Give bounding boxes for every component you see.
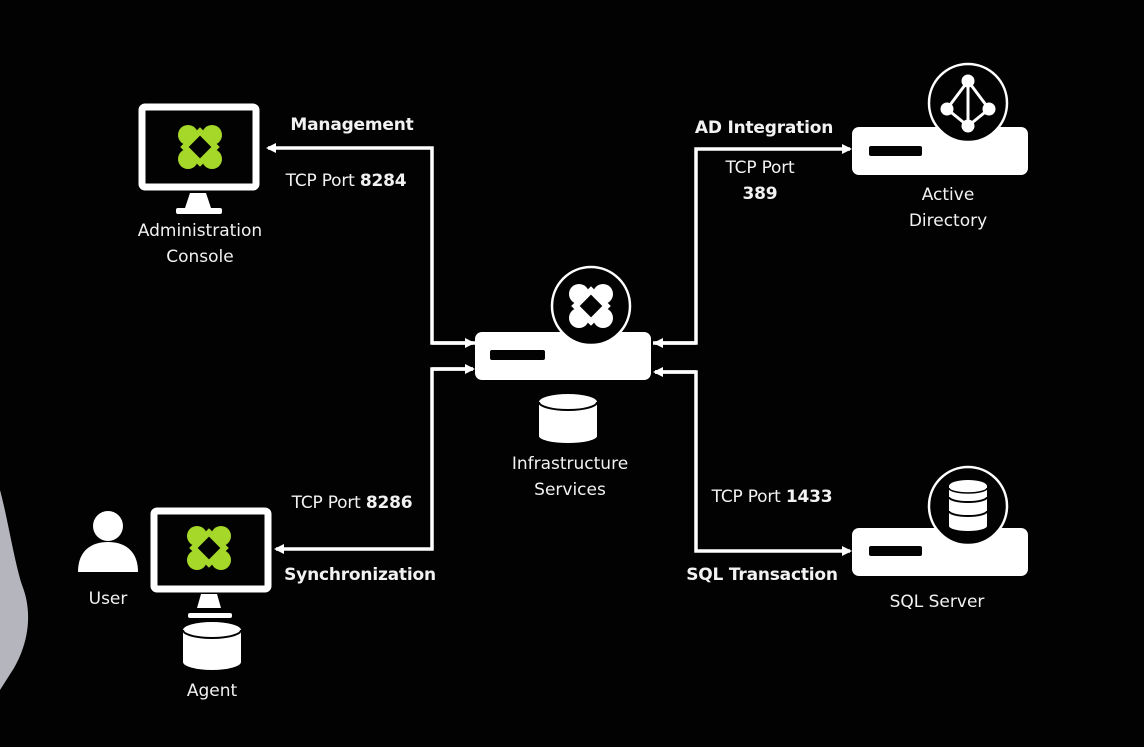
infrastructure-server-icon bbox=[475, 265, 651, 380]
admin-console-caption: Administration Console bbox=[120, 218, 280, 270]
sql-server-caption: SQL Server bbox=[889, 592, 985, 612]
infrastructure-caption-line2: Services bbox=[534, 480, 606, 500]
port-number: 8286 bbox=[365, 493, 413, 513]
sql-transaction-port: TCP Port 1433 bbox=[702, 484, 842, 510]
sql-server-icon bbox=[852, 465, 1028, 576]
management-label: Management bbox=[290, 115, 414, 135]
synchronization-port: TCP Port 8286 bbox=[282, 490, 422, 516]
active-directory-server-icon bbox=[852, 62, 1028, 175]
agent-monitor-icon bbox=[150, 507, 272, 618]
ad-integration-port: TCP Port 389 bbox=[710, 155, 810, 207]
database-stack-icon bbox=[948, 480, 988, 531]
admin-console-caption-line1: Administration bbox=[137, 221, 263, 241]
admin-console-monitor-icon bbox=[138, 103, 260, 214]
admin-console-caption-line2: Console bbox=[166, 247, 234, 267]
port-number: 389 bbox=[742, 184, 778, 204]
synchronization-label: Synchronization bbox=[284, 565, 436, 585]
port-number: 8284 bbox=[359, 171, 407, 191]
connector-sql-transaction bbox=[655, 370, 852, 556]
port-prefix: TCP Port bbox=[285, 171, 360, 191]
port-prefix: TCP Port bbox=[291, 493, 366, 513]
port-prefix: TCP Port bbox=[711, 487, 786, 507]
active-directory-caption-line1: Active bbox=[921, 185, 975, 205]
brand-logo-icon bbox=[187, 526, 231, 570]
sql-transaction-label: SQL Transaction bbox=[686, 565, 838, 585]
ad-triangle-icon bbox=[940, 74, 996, 133]
user-caption: User bbox=[88, 589, 128, 609]
connector-synchronization bbox=[274, 367, 473, 554]
presenter-arm bbox=[0, 490, 29, 690]
active-directory-caption: Active Directory bbox=[868, 182, 1028, 234]
agent-caption: Agent bbox=[186, 681, 238, 701]
active-directory-caption-line2: Directory bbox=[908, 211, 988, 231]
port-prefix: TCP Port bbox=[725, 158, 795, 178]
agent-database-icon bbox=[182, 622, 242, 670]
user-icon bbox=[78, 511, 138, 572]
infrastructure-database-icon bbox=[538, 394, 598, 443]
brand-logo-icon bbox=[178, 125, 222, 169]
management-port: TCP Port 8284 bbox=[276, 168, 416, 194]
infrastructure-caption-line1: Infrastructure bbox=[511, 454, 629, 474]
port-number: 1433 bbox=[785, 487, 833, 507]
ad-integration-label: AD Integration bbox=[694, 118, 834, 138]
infrastructure-caption: Infrastructure Services bbox=[490, 451, 650, 503]
brand-logo-icon bbox=[569, 284, 613, 328]
